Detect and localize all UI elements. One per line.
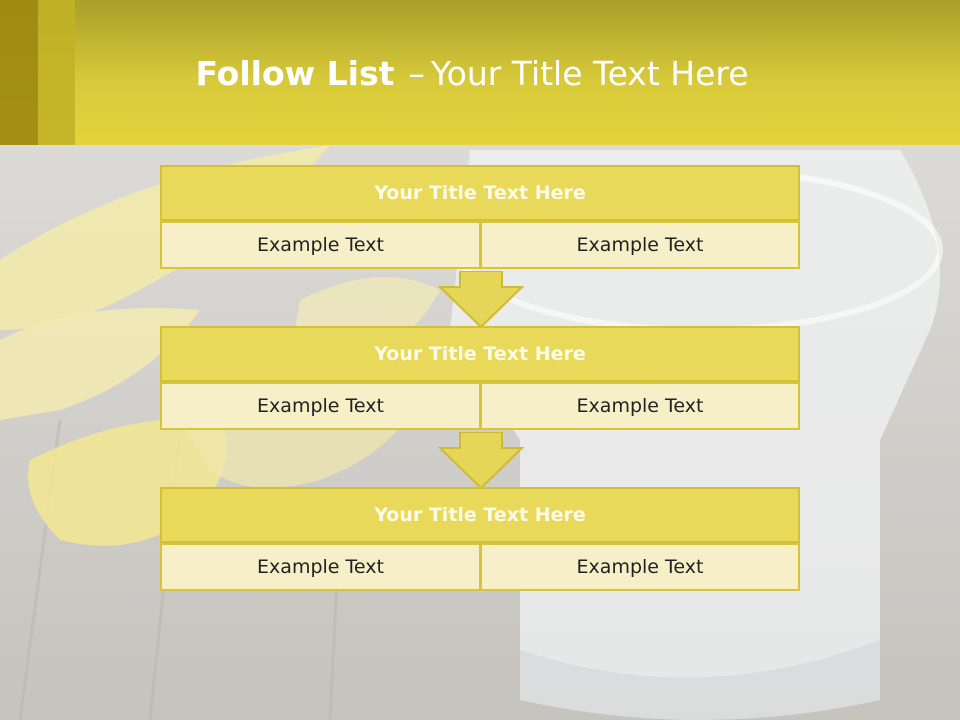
header-accent-strip-secondary xyxy=(38,0,75,145)
title-rest: Your Title Text Here xyxy=(430,54,749,93)
down-arrow-icon xyxy=(438,271,524,329)
block-title: Your Title Text Here xyxy=(160,326,800,382)
header-accent-strip xyxy=(0,0,38,145)
page-title: Follow List–Your Title Text Here xyxy=(0,54,944,93)
title-bold: Follow List xyxy=(195,54,395,93)
block-cell-left: Example Text xyxy=(160,221,481,269)
block-cell-left: Example Text xyxy=(160,382,481,430)
block-title: Your Title Text Here xyxy=(160,165,800,221)
block-cell-left: Example Text xyxy=(160,543,481,591)
block-cell-right: Example Text xyxy=(480,382,800,430)
down-arrow-icon xyxy=(438,432,524,490)
block-title: Your Title Text Here xyxy=(160,487,800,543)
block-cell-right: Example Text xyxy=(480,221,800,269)
header-bar xyxy=(0,0,960,145)
title-dash: – xyxy=(408,54,425,93)
block-cell-right: Example Text xyxy=(480,543,800,591)
